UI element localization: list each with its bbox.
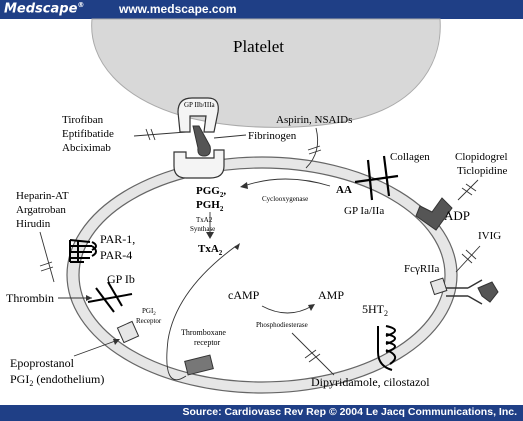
gp1a2a-label: GP Ia/IIa — [344, 205, 384, 217]
fcgr2a-label: FcγRIIa — [404, 263, 440, 275]
inhibit-tick — [465, 183, 477, 192]
medscape-logo: Medscape® — [4, 1, 85, 17]
gp1b-label: GP Ib — [107, 272, 135, 286]
platelet-shape — [91, 18, 441, 128]
arrowhead — [113, 339, 120, 345]
pgi2-receptor-box — [116, 320, 140, 344]
ivig-label: IVIG — [478, 230, 501, 242]
gp2b3a-receptor-bottom — [173, 149, 225, 179]
gp2b3a-inhibitor-2: Eptifibatide — [62, 128, 114, 140]
epoprostanol-arrow — [73, 339, 119, 357]
5ht2-label: 5HT2 — [362, 302, 388, 318]
cyclooxygenase-arrow — [243, 178, 331, 187]
site-url[interactable]: www.medscape.com — [119, 2, 237, 16]
inhibit-tick — [40, 266, 54, 272]
dipyridamole-label: Dipyridamole, cilostazol — [311, 375, 430, 389]
phosphodiesterase-arrow — [261, 305, 313, 314]
5ht2-receptor — [377, 325, 397, 371]
txa2-label: TxA2 — [198, 243, 223, 257]
platelet-label: Platelet — [233, 37, 284, 56]
gp2b3a-label: GP IIb/IIIa — [184, 101, 216, 109]
pgi2-receptor-line1: PGI2 — [142, 307, 156, 317]
inhibit-tick — [461, 187, 473, 196]
adp-receptor — [415, 197, 453, 231]
fcgr2a-receptor — [429, 277, 448, 296]
thromboxane-receptor-line2: receptor — [194, 338, 221, 347]
arrowhead — [86, 295, 92, 301]
thrombin-label: Thrombin — [6, 291, 54, 305]
ivig-antibody — [446, 279, 483, 305]
gp2b3a-receptor-top — [177, 97, 219, 133]
collagen-fiber — [382, 155, 391, 197]
thrombin-inhibitor-3: Hirudin — [16, 218, 51, 230]
thromboxane-receptor-line1: Thromboxane — [181, 328, 226, 337]
thromboxane-receptor-box — [184, 354, 214, 376]
inhibit-tick — [465, 249, 477, 260]
inhibit-tick — [308, 353, 321, 363]
adp-inhibitor-1: Clopidogrel — [455, 151, 508, 163]
gp1a2a-receptor — [354, 174, 399, 184]
pgh2-label: PGH2 — [196, 199, 224, 213]
par1-label: PAR-1, — [100, 232, 135, 246]
gp2b3a-inhibition-line — [133, 131, 187, 137]
ivig-antigen — [477, 281, 499, 303]
cyclooxygenase-label: Cyclooxygenase — [262, 195, 308, 203]
phosphodiesterase-label: Phosphodiesterase — [256, 321, 308, 329]
adp-inhibitor-2: Ticlopidine — [457, 165, 507, 177]
arrowhead — [240, 182, 248, 189]
gp2b3a-inhibitor-3: Abciximab — [62, 142, 111, 154]
inhibit-tick — [39, 261, 53, 267]
epoprostanol-label: Epoprostanol — [10, 356, 75, 370]
aa-label: AA — [336, 184, 352, 196]
arrowhead — [206, 232, 214, 239]
gp2b3a-inhibitor-1: Tirofiban — [62, 114, 104, 126]
txa2-synthase-line2: Synthase — [190, 225, 215, 233]
pgi2-receptor-line2: Receptor — [136, 317, 162, 325]
header-bar: Medscape® www.medscape.com — [0, 0, 523, 19]
thrombin-inhibitor-2: Argatroban — [16, 204, 66, 216]
thrombin-inhibitor-1: Heparin-AT — [16, 190, 69, 202]
fibrinogen-pointer — [213, 134, 247, 139]
fibrinogen-label: Fibrinogen — [248, 130, 297, 142]
inhibit-tick — [308, 149, 322, 155]
clopidogrel-inhibition-line — [457, 179, 479, 201]
collagen-label: Collagen — [390, 151, 430, 163]
inhibit-tick — [145, 128, 151, 141]
aspirin-arrow — [305, 127, 319, 169]
arrowhead — [234, 243, 240, 250]
footer-bar: Source: Cardiovasc Rev Rep © 2004 Le Jac… — [0, 405, 523, 421]
amp-label: AMP — [318, 288, 344, 302]
thrombin-inhibition-line — [39, 231, 55, 283]
camp-label: cAMP — [228, 288, 260, 302]
aspirin-label: Aspirin, NSAIDs — [276, 114, 352, 126]
source-credit: Source: Cardiovasc Rev Rep © 2004 Le Jac… — [182, 406, 517, 418]
arrowhead — [308, 304, 315, 311]
pgg2-label: PGG2, — [196, 185, 226, 199]
gp1b-receptor — [95, 287, 115, 313]
dipyridamole-inhibition-line — [291, 332, 335, 376]
pgi2-endothelium-label: PGI2 (endothelium) — [10, 372, 104, 388]
par-receptor — [69, 239, 97, 263]
txa2-receptor-arrow — [166, 245, 237, 381]
gp1b-receptor — [107, 281, 123, 307]
par4-label: PAR-4 — [100, 248, 132, 262]
txa2-synthase-line1: TxA2 — [196, 216, 213, 224]
fibrinogen-molecule — [192, 125, 211, 157]
inhibit-tick — [307, 145, 321, 151]
inhibit-tick — [304, 349, 317, 359]
inhibit-tick — [150, 128, 156, 141]
adp-label: ADP — [444, 208, 470, 223]
gp1b-receptor — [87, 293, 133, 303]
inhibit-tick — [461, 253, 473, 264]
